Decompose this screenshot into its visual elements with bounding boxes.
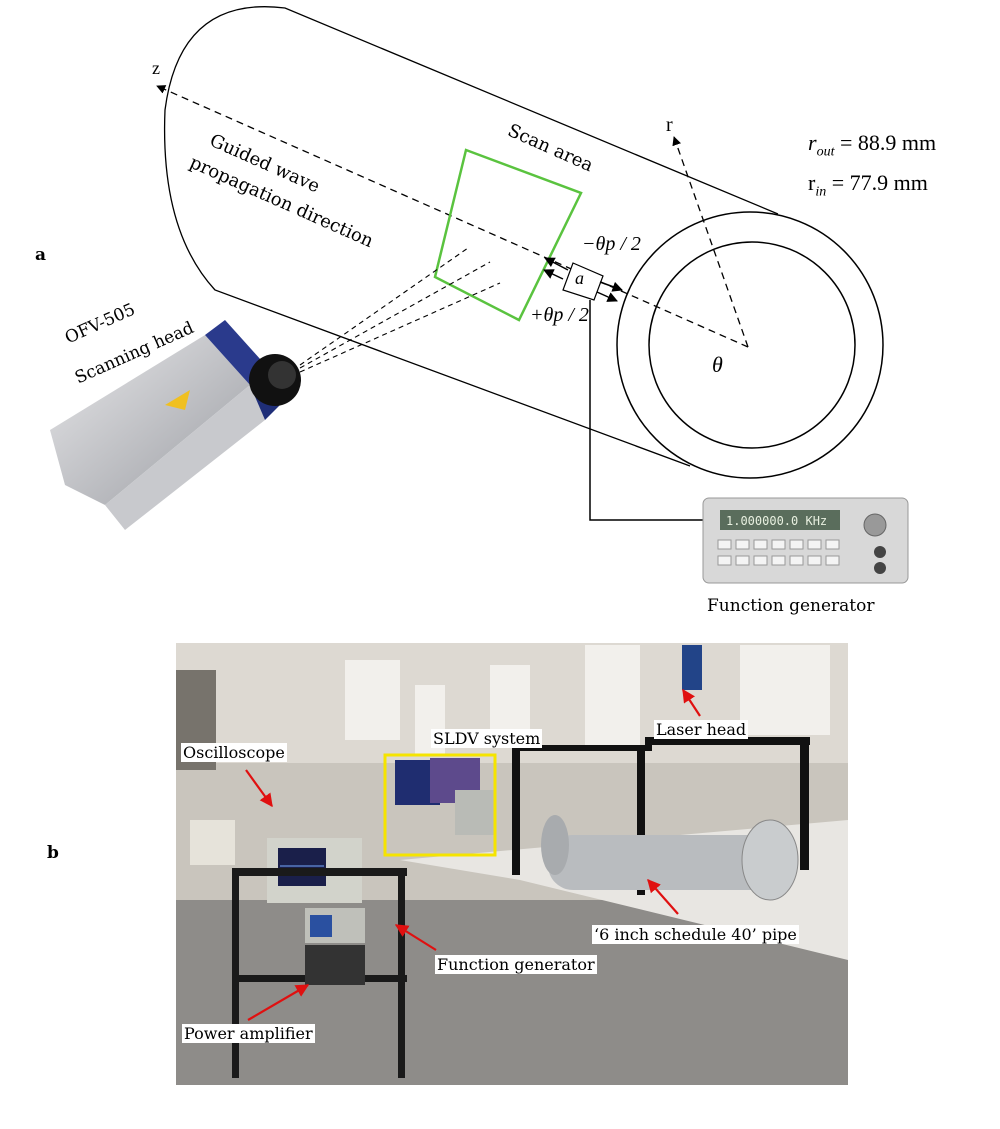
- function-generator-image: 1.000000.0 KHz: [702, 497, 909, 584]
- signal-wire: [589, 300, 712, 521]
- inner-circle: [648, 241, 856, 449]
- plus-angle-label: +θp / 2: [530, 304, 589, 326]
- transducer-label: a: [575, 268, 584, 288]
- photo-function-generator-label: Function generator: [435, 955, 597, 974]
- fg-display: 1.000000.0 KHz: [726, 514, 827, 528]
- outer-circle: [616, 211, 884, 479]
- z-axis: [156, 85, 749, 348]
- r-out-equation: rout = 88.9 mm: [808, 130, 937, 160]
- pipe-outline: [163, 6, 779, 467]
- oscilloscope-label: Oscilloscope: [181, 743, 287, 762]
- lab-photo: [176, 643, 848, 1085]
- sldv-system-label: SLDV system: [431, 729, 543, 748]
- r-axis-label: r: [666, 114, 673, 136]
- function-generator-label: Function generator: [707, 596, 875, 616]
- minus-angle-label: −θp / 2: [582, 233, 641, 255]
- r-in-equation: rin = 77.9 mm: [808, 170, 928, 200]
- panel-label-a: a: [35, 245, 47, 265]
- scan-area-rect: [433, 148, 583, 322]
- transducer: [562, 262, 604, 301]
- z-axis-label: z: [152, 58, 160, 78]
- sldv-highlight-box: [383, 753, 497, 857]
- power-amplifier-label: Power amplifier: [182, 1024, 315, 1043]
- theta-label: θ: [712, 352, 723, 377]
- scanning-head-image: [50, 320, 301, 530]
- laser-head-label: Laser head: [654, 720, 749, 739]
- panel-label-b: b: [47, 843, 59, 863]
- r-axis: [672, 136, 749, 348]
- pipe-label: ‘6 inch schedule 40’ pipe: [592, 925, 799, 944]
